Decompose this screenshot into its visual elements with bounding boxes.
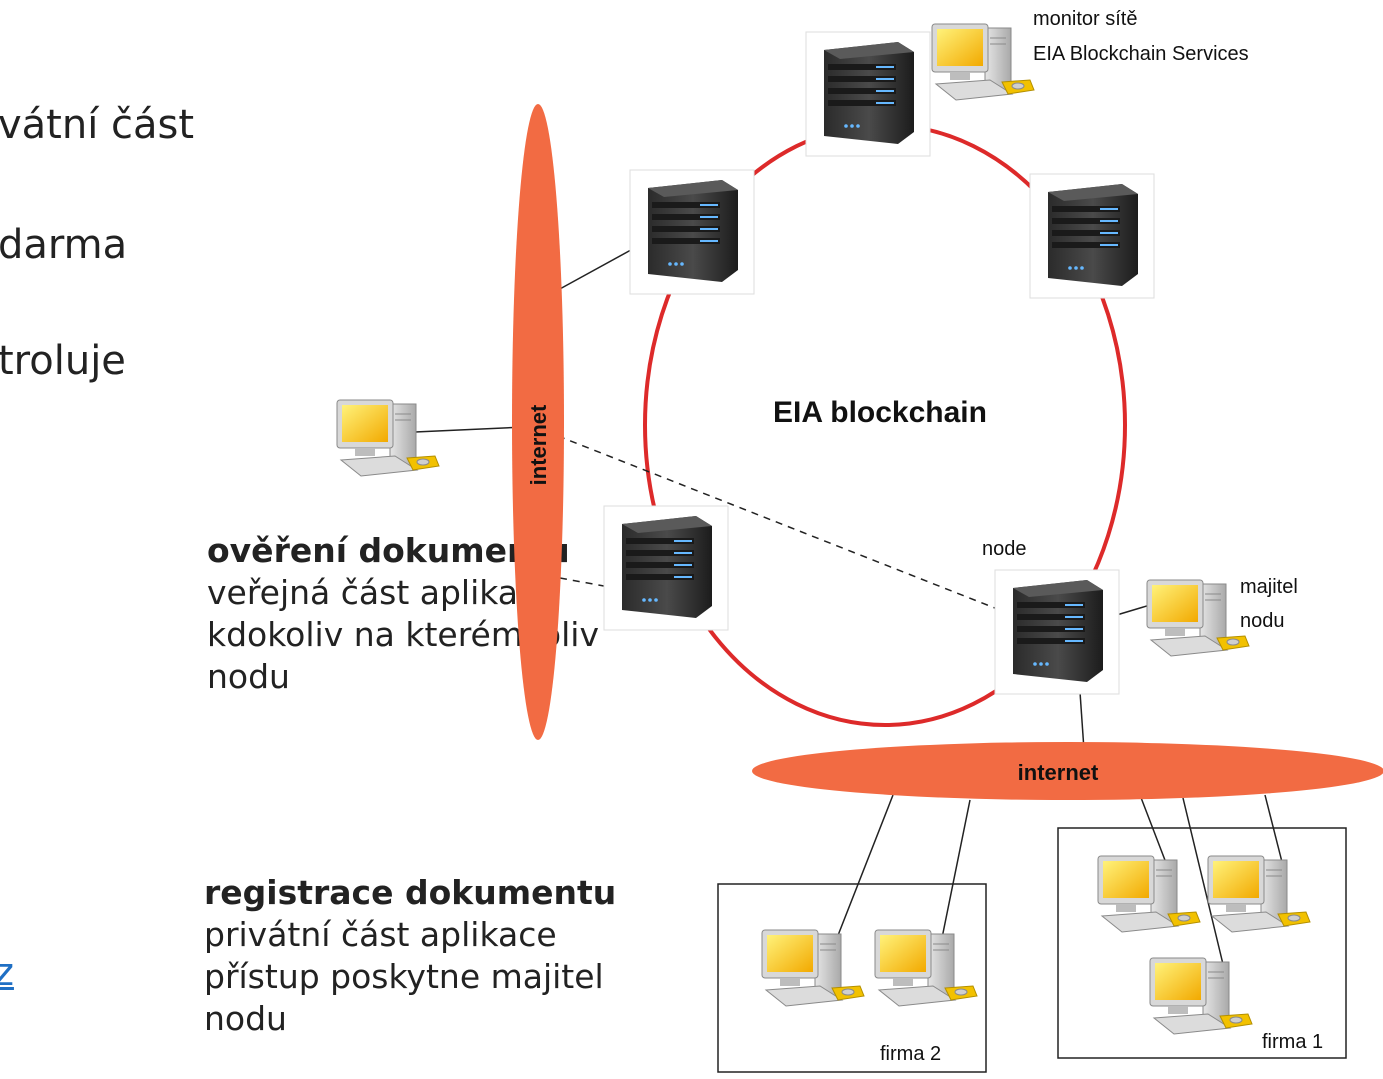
monitor-label-1: monitor sítě xyxy=(1033,8,1137,30)
ring-label: EIA blockchain xyxy=(773,396,987,429)
verify-title: ověření dokumentu xyxy=(207,531,570,570)
register-line-1: privátní část aplikace xyxy=(204,915,557,954)
link-fragment[interactable]: z xyxy=(0,950,14,994)
bullet-text-2: darma xyxy=(0,222,128,268)
internet-vertical xyxy=(512,104,564,740)
dashed-connection xyxy=(557,435,1006,613)
register-line-3: nodu xyxy=(204,999,287,1038)
owner-label-2: nodu xyxy=(1240,610,1285,632)
connection-line xyxy=(557,244,641,291)
internet-horizontal xyxy=(752,742,1383,800)
node-server-icon xyxy=(994,569,1120,695)
computer-icon xyxy=(874,929,978,1007)
internet-vertical-label: internet xyxy=(526,404,551,485)
monitor-computer-icon xyxy=(931,23,1035,101)
dashed-connection xyxy=(559,577,616,589)
verify-block: ověření dokumentu veřejná část aplikace … xyxy=(207,530,599,698)
server-icon xyxy=(805,31,931,157)
connection-line xyxy=(1182,797,1229,986)
computer-icon xyxy=(1149,957,1253,1035)
node-label: node xyxy=(982,538,1027,560)
verify-line-1: veřejná část aplikace xyxy=(207,573,557,612)
firma-1-box xyxy=(1057,827,1347,1059)
register-block: registrace dokumentu privátní část aplik… xyxy=(204,872,616,1040)
connection-line xyxy=(834,794,894,944)
monitor-label-2: EIA Blockchain Services xyxy=(1033,43,1249,65)
connection-line xyxy=(1079,691,1085,751)
register-title: registrace dokumentu xyxy=(204,873,617,912)
connection-line xyxy=(1139,794,1169,869)
owner-label-1: majitel xyxy=(1240,576,1298,598)
verify-line-3: nodu xyxy=(207,657,290,696)
computer-icon xyxy=(336,399,440,477)
firma-1-label: firma 1 xyxy=(1262,1031,1323,1053)
computer-icon xyxy=(1207,855,1311,933)
owner-computer-icon xyxy=(1146,579,1250,657)
connection-line xyxy=(941,799,971,939)
internet-horizontal-label: internet xyxy=(1018,760,1099,785)
bullet-text-1: vátní část xyxy=(0,102,195,148)
register-line-2: přístup poskytne majitel xyxy=(204,957,604,996)
computer-icon xyxy=(761,929,865,1007)
server-icon xyxy=(1029,173,1155,299)
server-icon xyxy=(603,505,729,631)
firma-2-label: firma 2 xyxy=(880,1043,941,1065)
server-icon xyxy=(629,169,755,295)
computer-icon xyxy=(1097,855,1201,933)
bullet-text-3: troluje xyxy=(0,338,126,384)
firma-2-box xyxy=(717,883,987,1073)
